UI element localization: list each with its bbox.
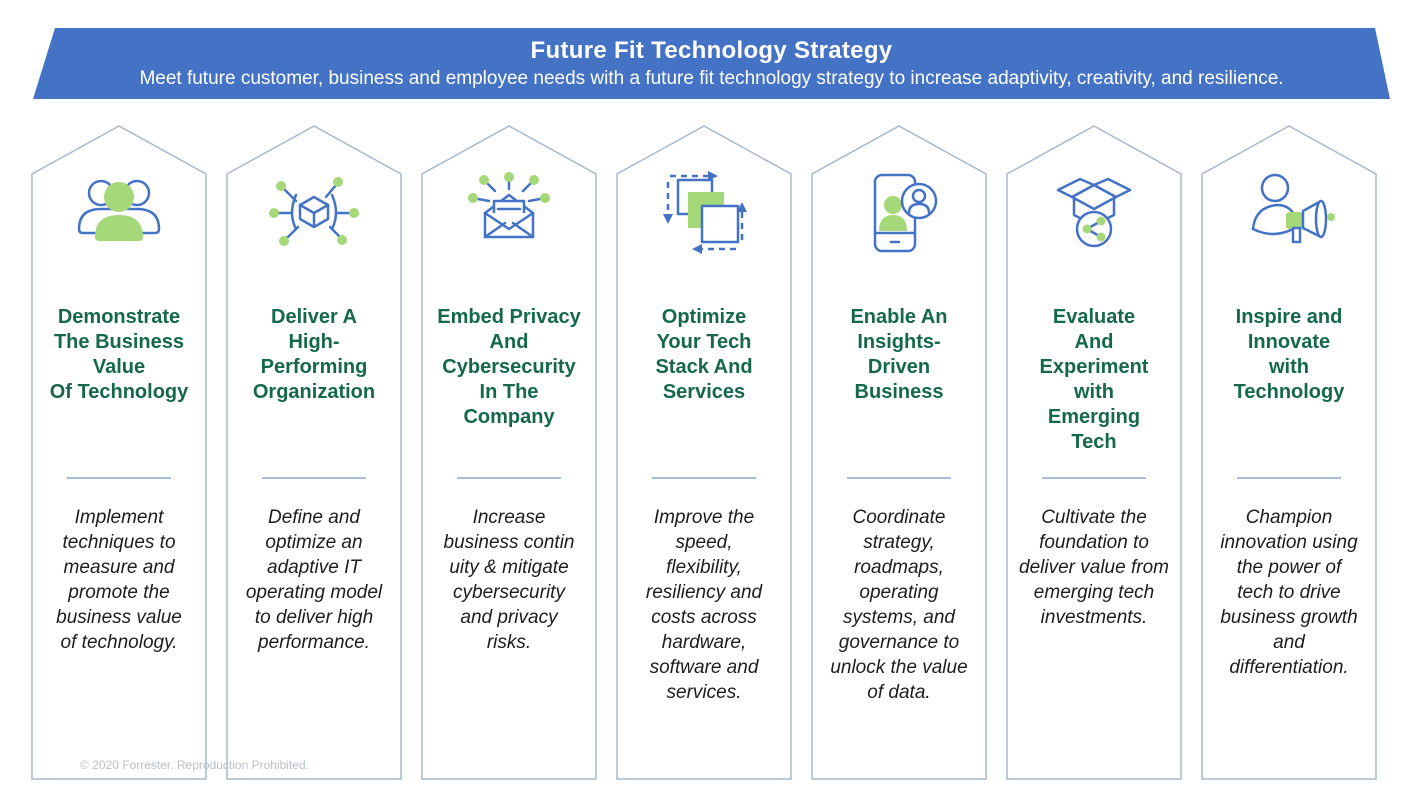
pillar-title: Demonstrate The Business Value Of Techno…: [49, 306, 189, 403]
pillar-title: Embed Privacy And Cybersecurity In The C…: [437, 306, 581, 428]
pillars-row: Demonstrate The Business Value Of Techno…: [31, 125, 1377, 780]
pillar-optimize-tech-stack: Optimize Your Tech Stack And Services Im…: [616, 125, 792, 780]
pillar-description: Implement techniques to measure and prom…: [56, 507, 182, 653]
page-title: Future Fit Technology Strategy: [530, 37, 893, 64]
pillar-outline: [421, 125, 597, 780]
pillar-high-performing-org: Deliver A High- Performing Organization …: [226, 125, 402, 780]
pillar-insights-driven: Enable An Insights- Driven Business Coor…: [811, 125, 987, 780]
pillar-outline: [31, 125, 207, 780]
divider: [1042, 477, 1146, 479]
envelope-alert-icon: [461, 171, 557, 260]
pillar-inspire-innovate: Inspire and Innovate with Technology Cha…: [1201, 125, 1377, 780]
network-box-icon: [266, 171, 362, 260]
pillar-outline: [1006, 125, 1182, 780]
pillar-description: Coordinate strategy, roadmaps, operating…: [830, 507, 968, 703]
pillar-title: Deliver A High- Performing Organization: [252, 306, 376, 403]
divider: [847, 477, 951, 479]
divider: [67, 477, 171, 479]
pillar-emerging-tech: Evaluate And Experiment with Emerging Te…: [1006, 125, 1182, 780]
divider: [457, 477, 561, 479]
pillar-title: Optimize Your Tech Stack And Services: [655, 306, 753, 403]
pillar-description: Define and optimize an adaptive IT opera…: [245, 507, 383, 653]
pillar-description: Cultivate the foundation to deliver valu…: [1019, 507, 1169, 628]
divider: [1237, 477, 1341, 479]
stacked-squares-cycle-icon: [656, 170, 752, 261]
pillar-privacy-cybersecurity: Embed Privacy And Cybersecurity In The C…: [421, 125, 597, 780]
pillar-outline: [616, 125, 792, 780]
header-banner: Future Fit Technology Strategy Meet futu…: [33, 28, 1390, 99]
pillar-description: Champion innovation using the power of t…: [1220, 507, 1358, 678]
pillar-demonstrate-value: Demonstrate The Business Value Of Techno…: [31, 125, 207, 780]
people-group-icon: [71, 171, 167, 260]
pillar-outline: [1201, 125, 1377, 780]
pillar-title: Evaluate And Experiment with Emerging Te…: [1039, 306, 1149, 453]
pillar-outline: [226, 125, 402, 780]
pillar-description: Increase business contin uity & mitigate…: [443, 507, 575, 653]
divider: [652, 477, 756, 479]
pillar-title: Enable An Insights- Driven Business: [850, 306, 948, 403]
page-subtitle: Meet future customer, business and emplo…: [139, 68, 1284, 89]
pillar-outline: [811, 125, 987, 780]
copyright-note: © 2020 Forrester. Reproduction Prohibite…: [80, 758, 309, 772]
mobile-user-icon: [851, 171, 947, 260]
unbox-share-icon: [1046, 171, 1142, 260]
pillar-description: Improve the speed, flexibility, resilien…: [645, 507, 763, 703]
divider: [262, 477, 366, 479]
person-megaphone-icon: [1241, 171, 1337, 260]
pillar-title: Inspire and Innovate with Technology: [1233, 306, 1345, 403]
